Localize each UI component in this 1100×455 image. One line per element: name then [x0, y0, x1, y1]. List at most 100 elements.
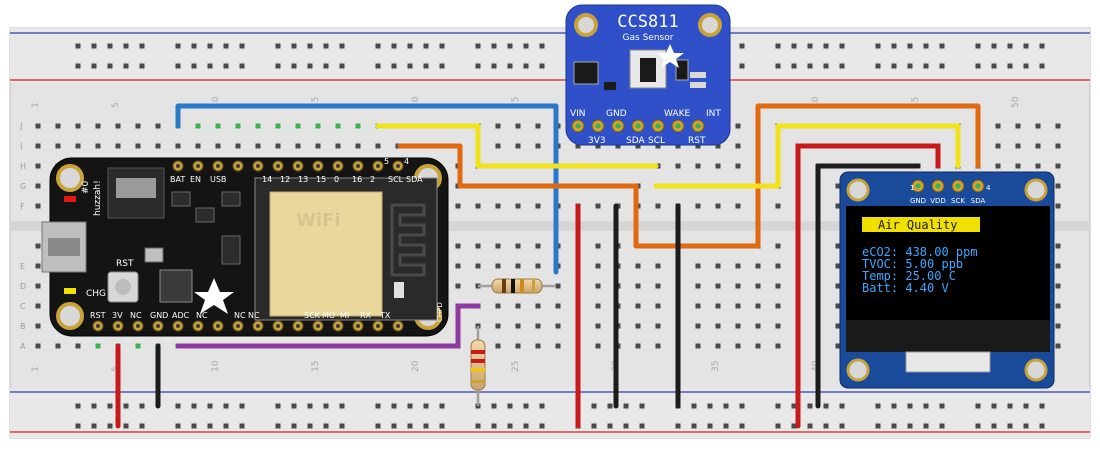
rail-hole [439, 63, 445, 69]
rail-hole [275, 43, 281, 49]
feather-bottom-pin-label: RX [360, 311, 372, 320]
breadboard-hole [735, 143, 741, 149]
breadboard-hole [715, 343, 721, 349]
breadboard-hole [195, 123, 201, 129]
rail-hole [191, 43, 197, 49]
row-label: F [20, 202, 25, 211]
breadboard-hole [835, 303, 841, 309]
breadboard-hole [355, 123, 361, 129]
rail-hole [923, 63, 929, 69]
rail-hole [323, 43, 329, 49]
rail-hole [123, 423, 129, 429]
orange-wire-to-oled [633, 103, 981, 249]
breadboard-hole [35, 263, 41, 269]
antenna-icon [390, 203, 426, 277]
breadboard-hole [75, 343, 81, 349]
breadboard-hole [595, 243, 601, 249]
header-pin-hole [236, 164, 240, 168]
header-pin-hole [396, 164, 400, 168]
feather-bottom-pin-label: MI [340, 311, 349, 320]
yellow-wire-to-oled [653, 123, 961, 189]
feather-top-pin-label: SCL [388, 175, 404, 184]
breadboard-hole [555, 323, 561, 329]
breadboard-hole [1015, 123, 1021, 129]
rail-hole [491, 63, 497, 69]
column-number-top: 1 [31, 102, 41, 108]
header-pin-hole [136, 324, 140, 328]
rail-hole [291, 423, 297, 429]
breadboard-hole [455, 263, 461, 269]
breadboard-hole [1055, 183, 1061, 189]
breadboard-hole [555, 343, 561, 349]
led-label: #0 [81, 180, 91, 194]
row-label: D [20, 282, 26, 291]
feather-top-pin-label: 13 [298, 175, 308, 184]
rail-hole [75, 403, 81, 409]
rail-hole [475, 423, 481, 429]
sensor-bottom-pin-label: SCL [648, 136, 665, 146]
rail-hole [139, 43, 145, 49]
breadboard-hole [1035, 123, 1041, 129]
feather-bottom-pin-label: SCK [304, 311, 321, 320]
breadboard-hole [835, 243, 841, 249]
feather-top-pin-label: 14 [262, 175, 272, 184]
breadboard-hole [655, 343, 661, 349]
rail-hole [539, 43, 545, 49]
breadboard-hole [775, 283, 781, 289]
rail-hole [423, 423, 429, 429]
breadboard-hole [775, 343, 781, 349]
pin-4-label: 4 [404, 157, 409, 166]
rail-hole [239, 63, 245, 69]
mounting-hole-icon [574, 13, 598, 37]
rail-hole [523, 423, 529, 429]
chg-led-icon [64, 288, 76, 294]
black-wire-oled-gnd [815, 163, 921, 409]
oled-text-line: eCO2: 438.00 ppm [862, 245, 978, 259]
oled-pin-hole [915, 183, 921, 189]
sensor-top-pin-label: GND [606, 109, 627, 119]
rail-hole [839, 403, 845, 409]
breadboard-hole [655, 203, 661, 209]
column-number-bottom: 25 [511, 361, 521, 372]
mounting-hole-icon [56, 164, 84, 192]
breadboard-hole [595, 203, 601, 209]
breadboard-hole [135, 343, 141, 349]
breadboard-hole [315, 143, 321, 149]
rail-hole [275, 423, 281, 429]
oled-ribbon-icon [905, 351, 991, 373]
rail-hole [739, 403, 745, 409]
feather-bottom-header [92, 320, 404, 332]
oled-pin-number-4: 4 [986, 184, 991, 192]
blue-wire [175, 103, 559, 275]
rail-hole [391, 423, 397, 429]
rail-hole [275, 63, 281, 69]
mounting-hole-icon [1024, 178, 1048, 202]
breadboard-hole [495, 263, 501, 269]
feather-bottom-pin-label: RST [90, 311, 106, 320]
sensor-bottom-pin-label: SDA [626, 136, 645, 146]
rail-hole [175, 63, 181, 69]
breadboard-hole [355, 143, 361, 149]
rail-hole [123, 403, 129, 409]
rail-hole [623, 403, 629, 409]
rail-hole [375, 63, 381, 69]
header-pin-hole [196, 324, 200, 328]
rail-hole [123, 43, 129, 49]
rail-hole [791, 423, 797, 429]
breadboard-hole [775, 263, 781, 269]
breadboard-hole [635, 303, 641, 309]
column-number-top: 10 [211, 96, 221, 108]
rail-hole [107, 423, 113, 429]
rail-hole [191, 423, 197, 429]
breadboard-hole [835, 323, 841, 329]
breadboard-hole [595, 343, 601, 349]
rail-hole [607, 403, 613, 409]
rail-hole [875, 63, 881, 69]
oled-pin-number-1: 1 [910, 184, 914, 192]
rail-hole [1023, 423, 1029, 429]
breadboard-hole [95, 343, 101, 349]
breadboard-hole [735, 163, 741, 169]
